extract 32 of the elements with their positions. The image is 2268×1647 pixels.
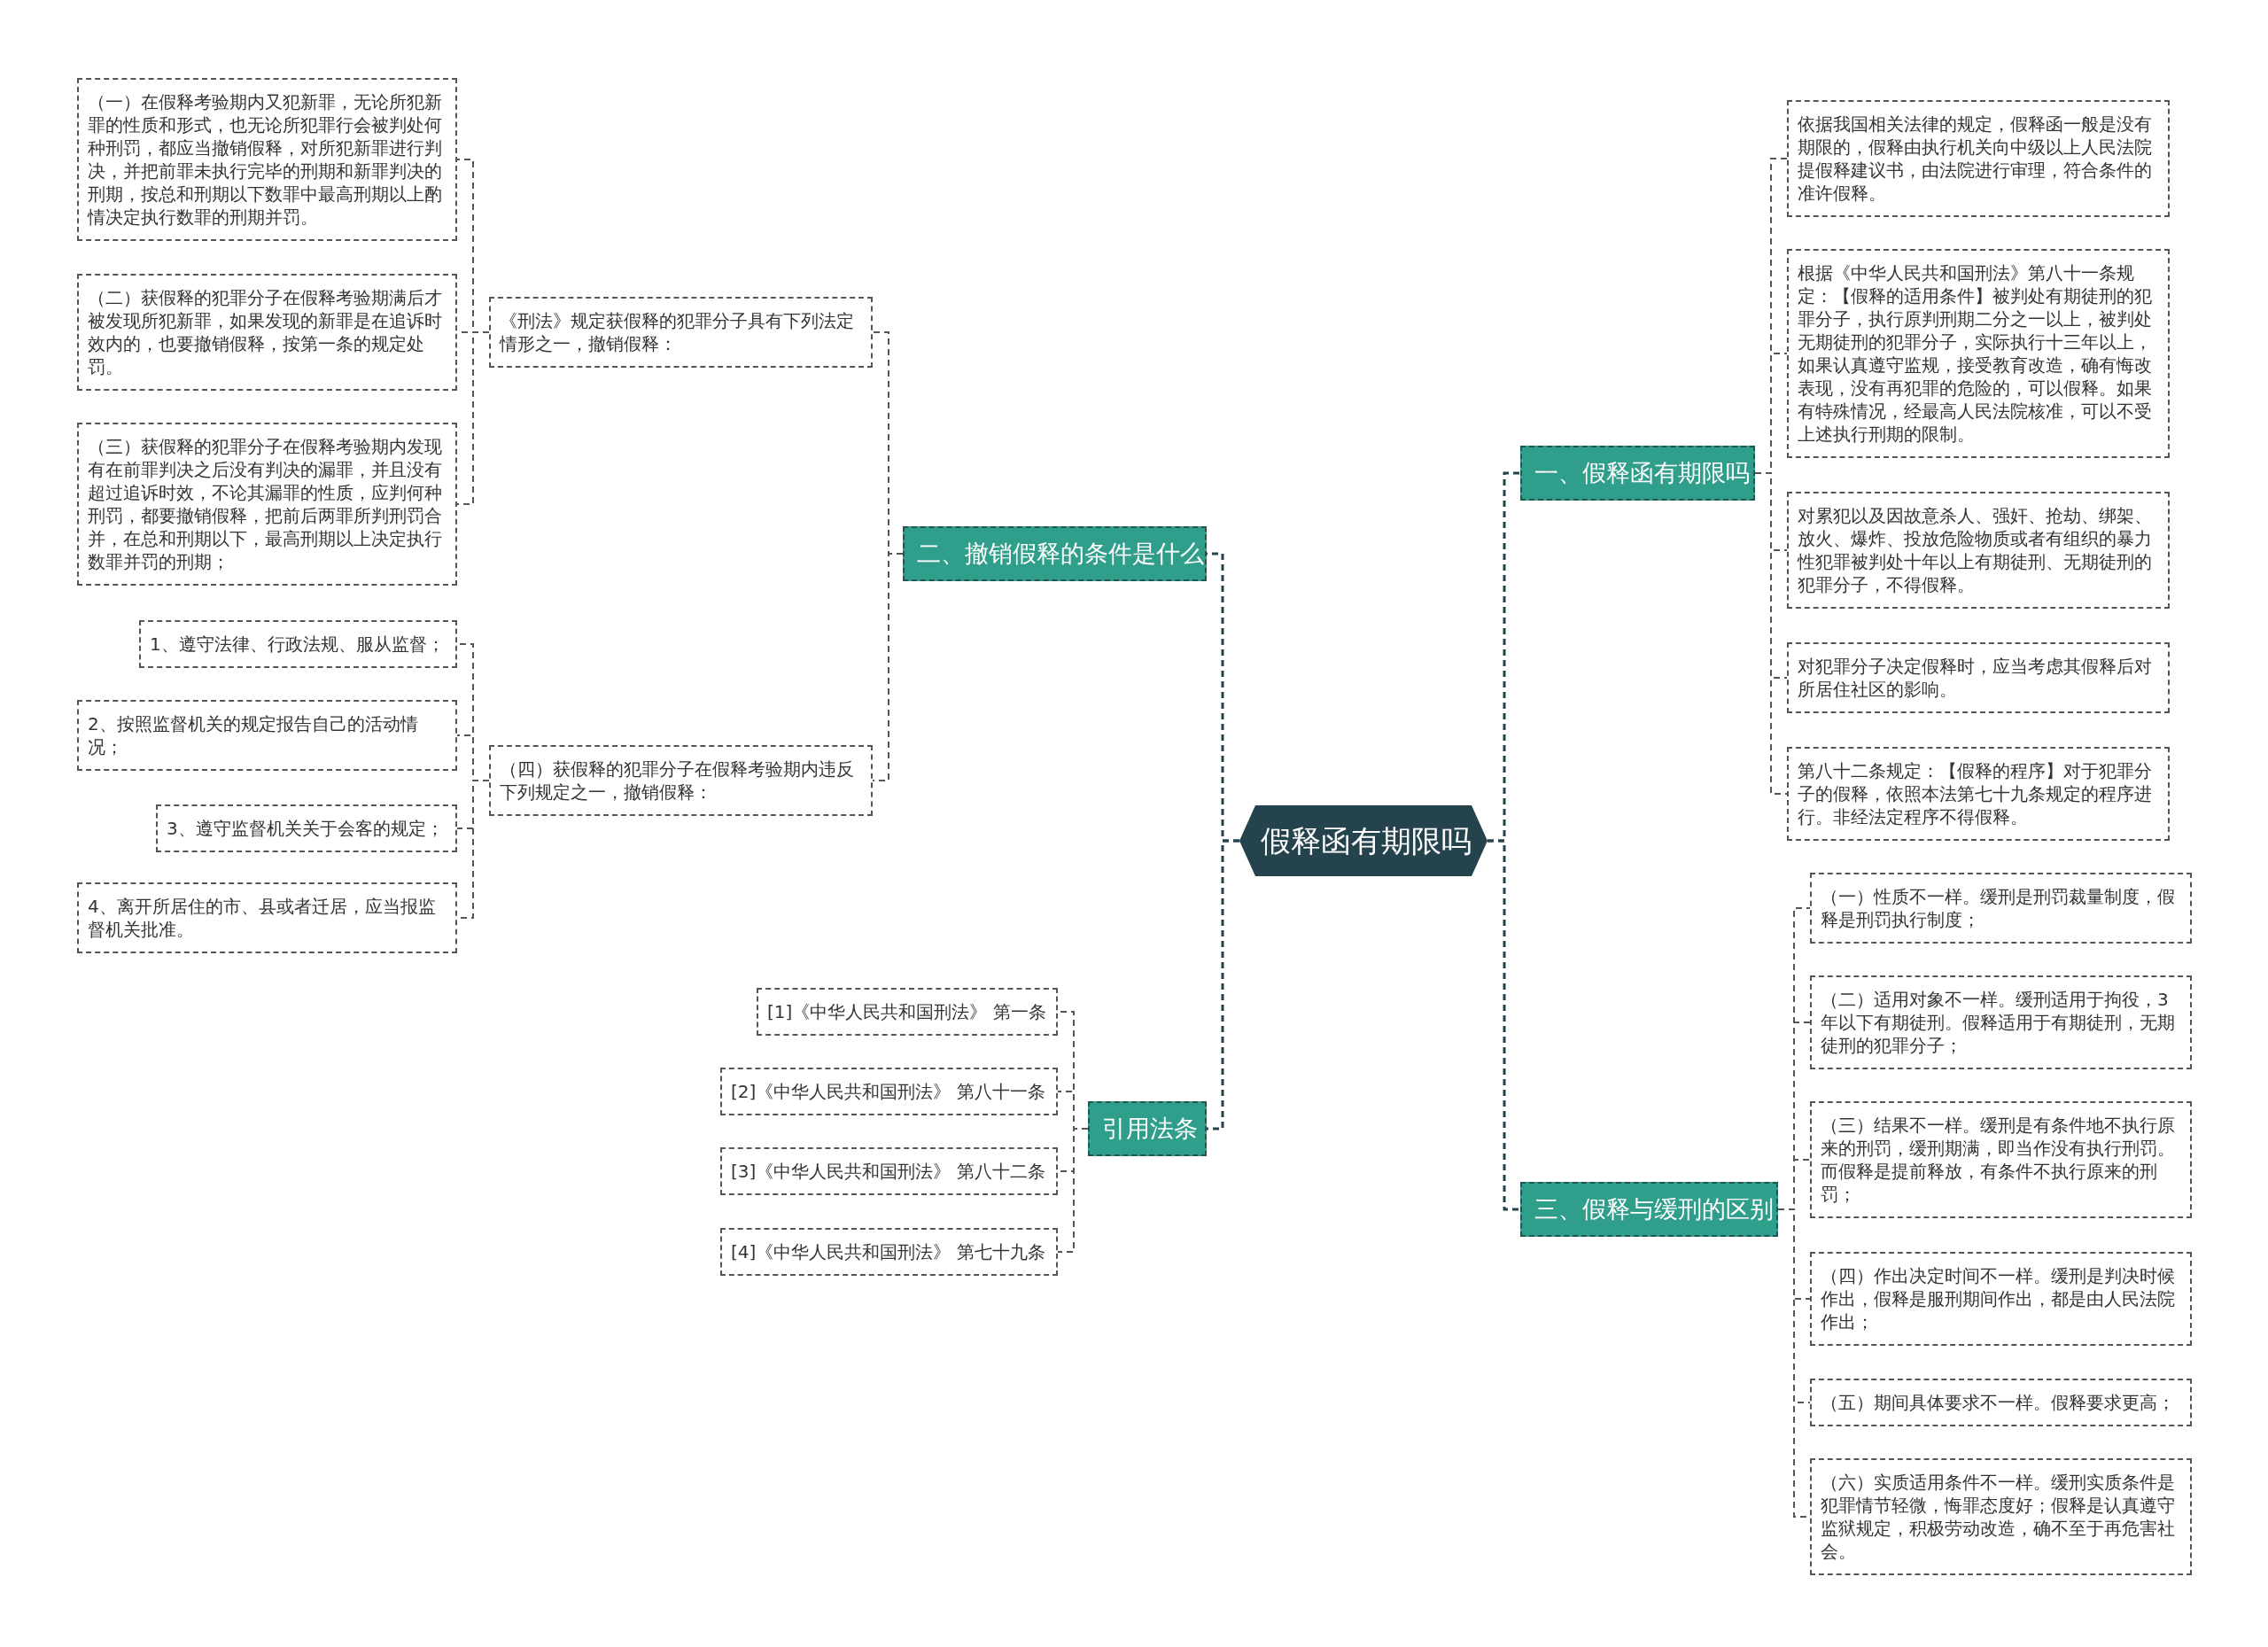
text-box: （二）获假释的犯罪分子在假释考验期满后才被发现所犯新罪，如果发现的新罪是在追诉时效内的，也要撤销假释，按第一条的规定处罚。 <box>77 274 457 391</box>
text-box: [3]《中华人民共和国刑法》 第八十二条 <box>720 1147 1058 1195</box>
text-box: （二）适用对象不一样。缓刑适用于拘役，3年以下有期徒刑。假释适用于有期徒刑，无期徒刑的犯罪分子； <box>1810 975 2192 1069</box>
text-box: 对累犯以及因故意杀人、强奸、抢劫、绑架、放火、爆炸、投放危险物质或者有组织的暴力性犯罪被判处十年以上有期徒刑、无期徒刑的犯罪分子，不得假释。 <box>1787 492 2170 609</box>
connector-line <box>456 331 490 505</box>
root-topic-box: 假释函有期限吗 <box>1239 805 1487 876</box>
text-box: 第八十二条规定：【假释的程序】对于犯罪分子的假释，依照本法第七十九条规定的程序进行。非经法定程序不得假释。 <box>1787 747 2170 841</box>
topic-box: 一、假释函有期限吗 <box>1520 446 1755 501</box>
text-box: （一）性质不一样。缓刑是刑罚裁量制度，假释是刑罚执行制度； <box>1810 873 2192 944</box>
connector-line <box>1487 839 1520 1211</box>
topic-box: 二、撤销假释的条件是什么 <box>903 526 1207 581</box>
topic-box: 三、假释与缓刑的区别 <box>1520 1182 1778 1237</box>
text-box: （四）获假释的犯罪分子在假释考验期内违反下列规定之一，撤销假释： <box>489 745 873 816</box>
text-box: [4]《中华人民共和国刑法》 第七十九条 <box>720 1228 1058 1276</box>
text-box: 4、离开所居住的市、县或者迁居，应当报监督机关批准。 <box>77 882 457 953</box>
text-box: 对犯罪分子决定假释时，应当考虑其假释后对所居住社区的影响。 <box>1787 642 2170 713</box>
connector-line <box>1057 1128 1089 1253</box>
text-box: （三）获假释的犯罪分子在假释考验期内发现有在前罪判决之后没有判决的漏罪，并且没有超过追诉时效，不论其漏罪的性质，应判何种刑罚，都要撤销假释，把前后两罪所判刑罚合并，在总和刑期以下，最高刑期以上决定执行数罪并罚的刑期； <box>77 423 457 586</box>
text-box: （五）期间具体要求不一样。假释要求更高； <box>1810 1379 2192 1426</box>
text-box: [2]《中华人民共和国刑法》 第八十一条 <box>720 1068 1058 1115</box>
text-box: （四）作出决定时间不一样。缓刑是判决时候作出，假释是服刑期间作出，都是由人民法院作出； <box>1810 1252 2192 1346</box>
text-box: 3、遵守监督机关关于会客的规定； <box>156 804 457 852</box>
text-box: （六）实质适用条件不一样。缓刑实质条件是犯罪情节轻微，悔罪态度好；假释是认真遵守监狱规定，积极劳动改造，确不至于再危害社会。 <box>1810 1458 2192 1575</box>
topic-box: 引用法条 <box>1088 1101 1207 1156</box>
text-box: （三）结果不一样。缓刑是有条件地不执行原来的刑罚，缓刑期满，即当作没有执行刑罚。而假释是提前释放，有条件不执行原来的刑罚； <box>1810 1101 2192 1218</box>
text-box: （一）在假释考验期内又犯新罪，无论所犯新罪的性质和形式，也无论所犯罪行会被判处何种刑罚，都应当撤销假释，对所犯新罪进行判决，并把前罪未执行完毕的刑期和新罪判决的刑期，按总和刑期以下数罪中最高刑期以上酌情决定执行数罪的刑期并罚。 <box>77 78 457 241</box>
text-box: 依据我国相关法律的规定，假释函一般是没有期限的，假释由执行机关向中级以上人民法院提假释建议书，由法院进行审理，符合条件的准许假释。 <box>1787 100 2170 217</box>
text-box: 2、按照监督机关的规定报告自己的活动情况； <box>77 700 457 771</box>
text-box: 根据《中华人民共和国刑法》第八十一条规定：【假释的适用条件】被判处有期徒刑的犯罪分子，执行原判刑期二分之一以上，被判处无期徒刑的犯罪分子，实际执行十三年以上，如果认真遵守监规，接受教育改造，确有悔改表现，没有再犯罪的危险的，可以假释。如果有特殊情况，经最高人民法院核准，可以不受上述执行刑期的限制。 <box>1787 249 2170 458</box>
text-box: [1]《中华人民共和国刑法》 第一条 <box>757 988 1058 1036</box>
text-box: 1、遵守法律、行政法规、服从监督； <box>139 620 457 668</box>
text-box: 《刑法》规定获假释的犯罪分子具有下列法定情形之一，撤销假释： <box>489 297 873 368</box>
